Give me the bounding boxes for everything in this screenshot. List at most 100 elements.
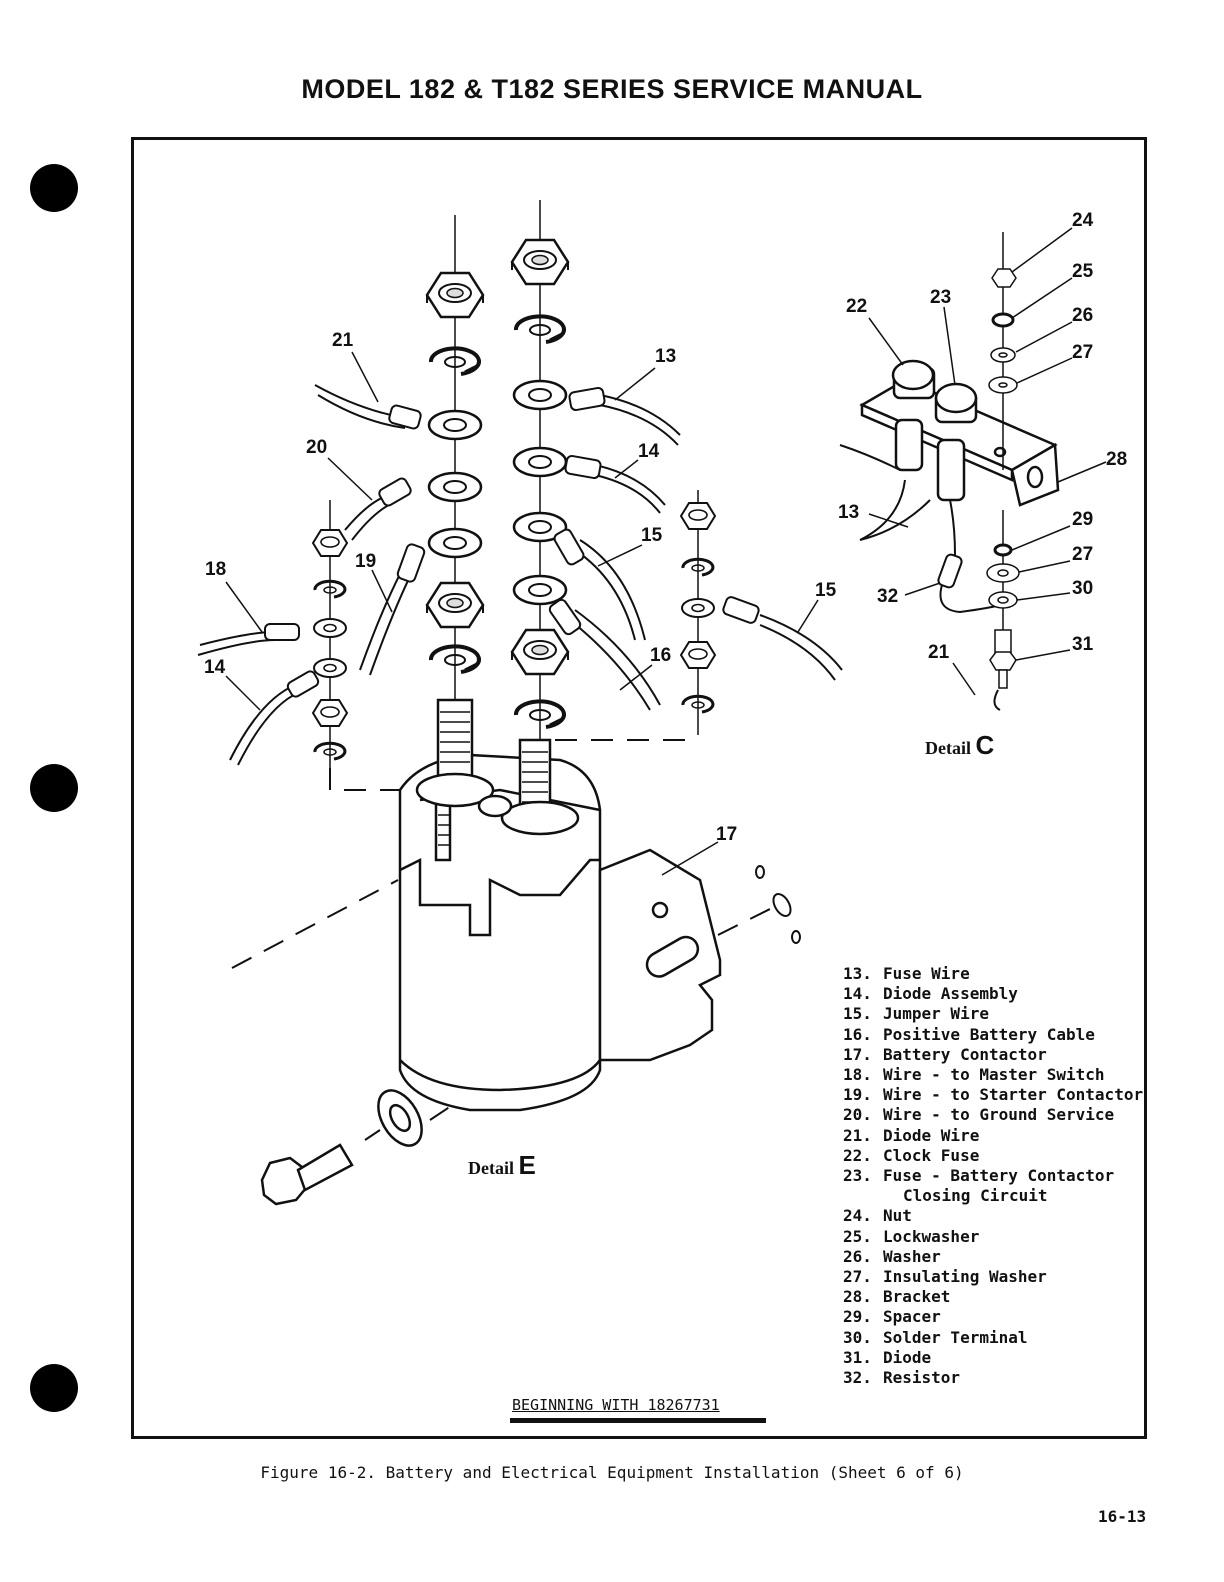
callout-13-detail-e: 13 <box>655 346 677 367</box>
legend-item-number: 24. <box>843 1206 872 1226</box>
page-header: MODEL 182 & T182 SERIES SERVICE MANUAL <box>301 74 923 104</box>
callout-25: 25 <box>1072 261 1094 282</box>
legend-item: 32. Resistor <box>843 1368 1143 1388</box>
serial-effectivity-note: BEGINNING WITH 18267731 <box>512 1396 720 1414</box>
legend-item: 30. Solder Terminal <box>843 1328 1143 1348</box>
legend-item-text: Lockwasher <box>883 1226 980 1246</box>
callout-16: 16 <box>650 645 672 666</box>
legend-item-text: Wire - to Ground Service <box>883 1105 1115 1125</box>
legend-item-text: Wire - to Starter Contactor <box>883 1085 1144 1105</box>
legend-item: 21.Diode Wire <box>843 1126 1143 1146</box>
legend-item: 22. Clock Fuse <box>843 1146 1143 1166</box>
legend-item-number: 14. <box>843 984 872 1004</box>
page-number: 16-13 <box>1098 1507 1147 1526</box>
legend-item-text: Insulating Washer <box>883 1267 1047 1287</box>
legend-item-number: 26. <box>843 1246 872 1266</box>
callout-19: 19 <box>355 551 377 572</box>
legend-item-continuation: Closing Circuit <box>903 1186 1048 1206</box>
legend-item-text: Bracket <box>883 1287 951 1307</box>
callout-22: 22 <box>846 296 868 317</box>
callout-27-lower: 27 <box>1072 544 1094 565</box>
callout-23: 23 <box>930 287 952 308</box>
legend-item: 25. Lockwasher <box>843 1227 1143 1247</box>
callout-24: 24 <box>1072 210 1094 231</box>
legend-item-number: 15. <box>843 1004 872 1024</box>
figure-caption: Figure 16-2. Battery and Electrical Equi… <box>260 1463 964 1482</box>
legend-item-text: Spacer <box>883 1307 941 1327</box>
legend-item-number: 32. <box>843 1368 872 1388</box>
legend-item: 23. Fuse - Battery Contactor <box>843 1166 1143 1186</box>
legend-item: 17. Battery Contactor <box>843 1045 1143 1065</box>
wire-terminal-sleeves <box>264 386 760 698</box>
callout-15-right: 15 <box>815 580 837 601</box>
legend-item-text: Diode <box>883 1347 932 1367</box>
binder-hole-middle <box>30 764 78 812</box>
callout-28: 28 <box>1106 449 1128 470</box>
legend-item: 18. Wire - to Master Switch <box>843 1065 1143 1085</box>
callout-20: 20 <box>306 437 328 458</box>
callout-14-lower: 14 <box>204 657 226 678</box>
legend-item: 19.Wire - to Starter Contactor <box>843 1085 1143 1105</box>
legend-item-number: 17. <box>843 1044 872 1064</box>
serial-underline-bar <box>510 1418 766 1423</box>
legend-item-number: 30. <box>843 1327 872 1347</box>
legend-item-number: 29. <box>843 1307 872 1327</box>
legend-item-text: Clock Fuse <box>883 1145 980 1165</box>
callout-21-detail-e: 21 <box>332 330 354 351</box>
callout-15-upper: 15 <box>641 525 663 546</box>
legend-item-text: Positive Battery Cable <box>883 1024 1095 1044</box>
legend-item: 13. Fuse Wire <box>843 964 1143 984</box>
legend-item-text: Jumper Wire <box>883 1004 989 1024</box>
legend-item-text: Battery Contactor <box>883 1044 1047 1064</box>
legend-item-number: 23. <box>843 1166 872 1186</box>
detail-c-stack <box>986 232 1020 689</box>
binder-hole-bottom <box>30 1364 78 1412</box>
legend-item-number: 18. <box>843 1065 872 1085</box>
legend-item: 15. Jumper Wire <box>843 1004 1143 1024</box>
detail-c-label: Detail C <box>925 730 995 760</box>
callout-27-upper: 27 <box>1072 342 1094 363</box>
legend-item: 27. Insulating Washer <box>843 1267 1143 1287</box>
legend-item-number: 13. <box>843 964 872 983</box>
legend-item: 29. Spacer <box>843 1307 1143 1327</box>
legend-item-number: 31. <box>843 1347 872 1367</box>
fuse-bracket-assembly <box>859 359 1060 507</box>
battery-contactor-body <box>398 698 722 1112</box>
legend-item: 31. Diode <box>843 1348 1143 1368</box>
legend-item-text: Diode Wire <box>883 1125 980 1145</box>
stud-threads <box>438 711 548 846</box>
callout-18: 18 <box>205 559 227 580</box>
figure-frame <box>131 137 1147 1439</box>
legend-item-text: Fuse Wire <box>883 964 970 983</box>
legend-item-number: 27. <box>843 1267 872 1287</box>
legend-item-number: 20. <box>843 1105 872 1125</box>
binder-hole-top <box>30 164 78 212</box>
legend-item-number: 22. <box>843 1145 872 1165</box>
legend-item-text: Solder Terminal <box>883 1327 1028 1347</box>
legend-item-text: Wire - to Master Switch <box>883 1065 1105 1085</box>
legend-item-text: Resistor <box>883 1368 961 1388</box>
legend-item: 16. Positive Battery Cable <box>843 1025 1143 1045</box>
callout-30: 30 <box>1072 578 1094 599</box>
legend-item-number: 28. <box>843 1287 872 1307</box>
callout-13-detail-c: 13 <box>838 502 860 523</box>
legend-item-text: Fuse - Battery Contactor <box>883 1166 1115 1186</box>
legend-item-text: Nut <box>883 1206 912 1226</box>
fuse-bracket-wires <box>839 444 1001 711</box>
callout-32: 32 <box>877 586 899 607</box>
legend-item-number: 25. <box>843 1226 872 1246</box>
legend-item: 14.Diode Assembly <box>843 984 1143 1004</box>
callout-29: 29 <box>1072 509 1094 530</box>
callout-26: 26 <box>1072 305 1094 326</box>
detail-e-label: Detail E <box>468 1150 536 1180</box>
mounting-bolt <box>260 1089 423 1206</box>
callout-leader-lines <box>225 227 1107 876</box>
callout-14-upper: 14 <box>638 441 660 462</box>
legend-item: 24. Nut <box>843 1206 1143 1226</box>
legend-item: 20. Wire - to Ground Service <box>843 1105 1143 1125</box>
callout-21-detail-c: 21 <box>928 642 950 663</box>
legend-item-number: 16. <box>843 1024 872 1044</box>
legend-item: 28. Bracket <box>843 1287 1143 1307</box>
